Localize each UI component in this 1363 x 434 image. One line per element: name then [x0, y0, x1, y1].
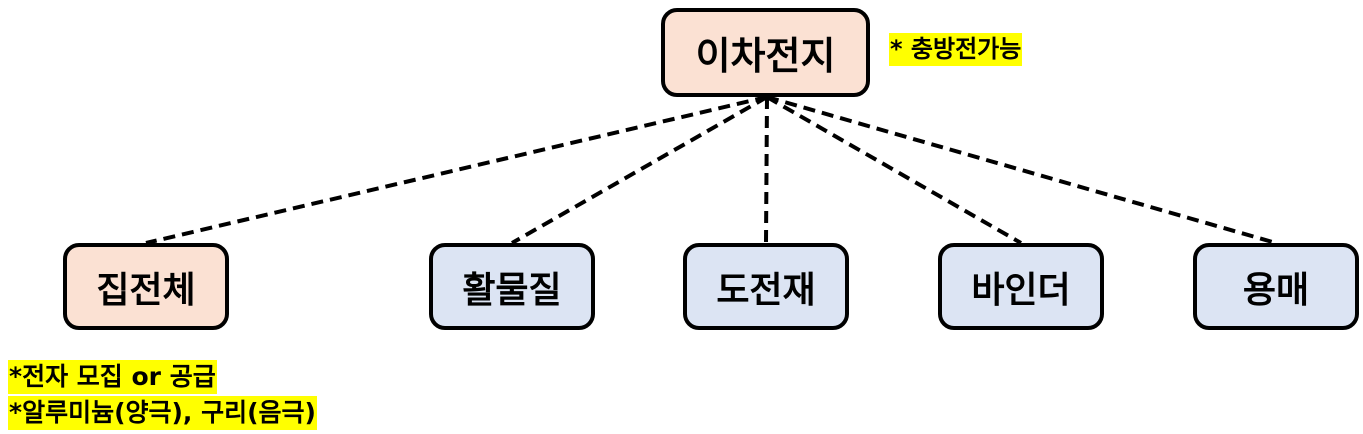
- root-note: * 충방전가능: [889, 33, 1023, 66]
- root-node-label: 이차전지: [695, 34, 836, 78]
- collector-note-line-1: *전자 모집 or 공급: [8, 360, 217, 394]
- child-node-label: 활물질: [462, 269, 562, 311]
- collector-note-text: *전자 모집 or 공급: [8, 360, 217, 394]
- child-node-label: 집전체: [96, 269, 196, 311]
- child-node-current-collector: 집전체: [63, 243, 229, 330]
- child-node-label: 도전재: [716, 269, 816, 311]
- root-note-text: * 충방전가능: [889, 33, 1023, 66]
- child-node-solvent: 용매: [1193, 243, 1359, 330]
- connector-line-3: [764, 96, 769, 244]
- connector-line-1: [145, 95, 768, 245]
- root-node-secondary-battery: 이차전지: [661, 8, 870, 97]
- connector-line-4: [766, 95, 1022, 245]
- connector-line-2: [511, 95, 768, 245]
- child-node-label: 바인더: [971, 269, 1071, 311]
- connector-line-5: [766, 95, 1277, 245]
- child-node-active-material: 활물질: [429, 243, 595, 330]
- child-node-binder: 바인더: [938, 243, 1104, 330]
- child-node-label: 용매: [1242, 269, 1310, 311]
- collector-note-text: *알루미늄(양극), 구리(음극): [8, 396, 317, 430]
- child-node-conductive-agent: 도전재: [683, 243, 849, 330]
- collector-note-line-2: *알루미늄(양극), 구리(음극): [8, 396, 317, 430]
